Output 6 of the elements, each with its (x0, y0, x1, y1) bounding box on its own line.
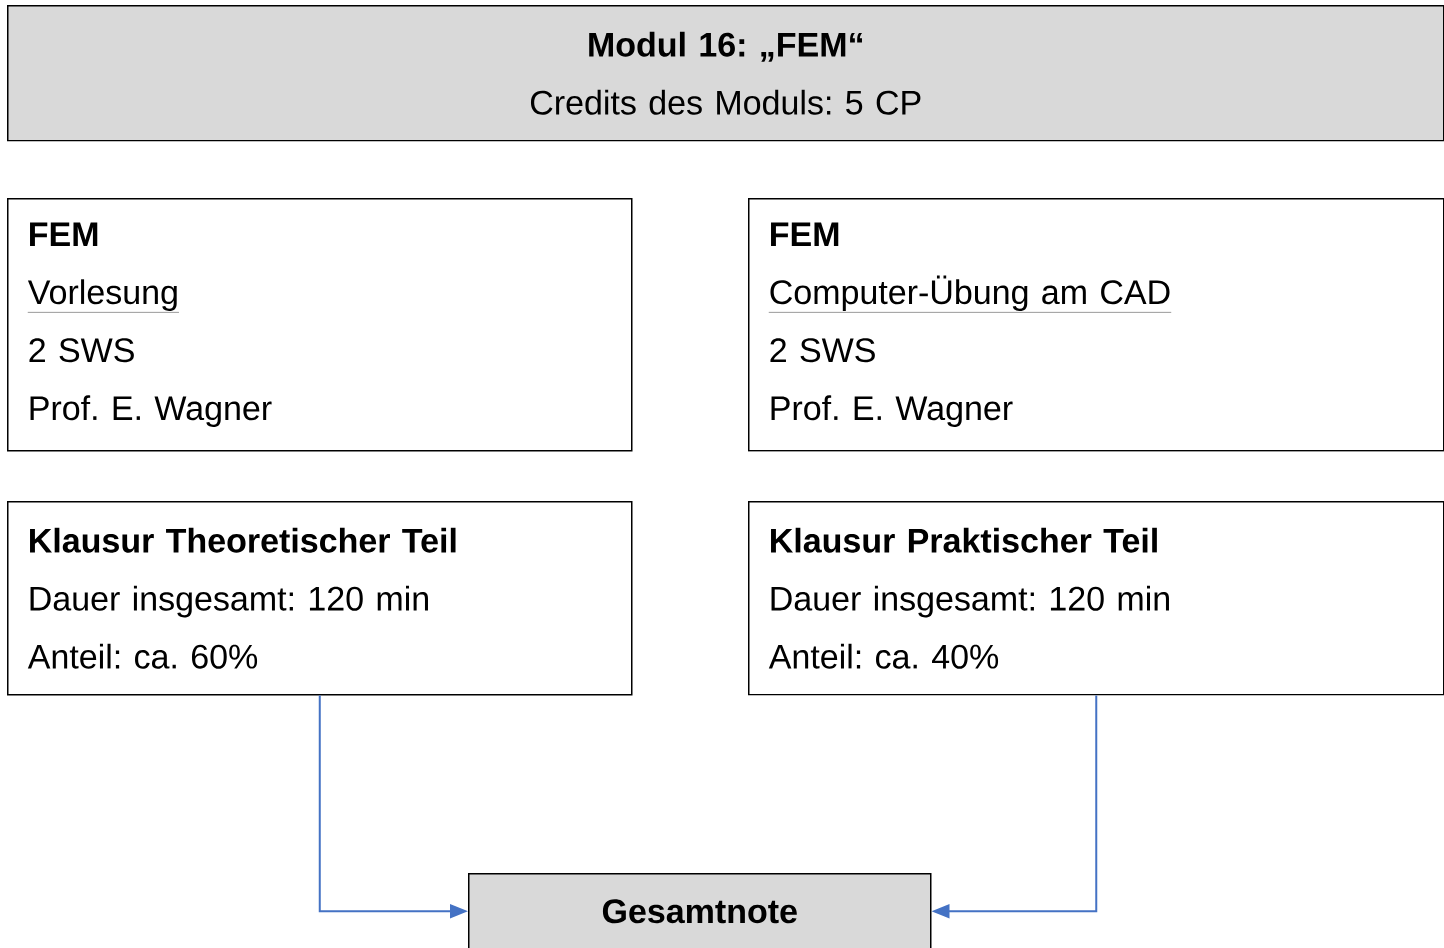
course-box: FEM Computer-Übung am CAD 2 SWS Prof. E. Wagner (748, 198, 1444, 452)
result-box: Gesamtnote (468, 873, 932, 948)
module-header-box: Modul 16: „FEM“ Credits des Moduls: 5 CP (7, 5, 1444, 142)
course-box: FEM Vorlesung 2 SWS Prof. E. Wagner (7, 198, 633, 452)
exam-box: Klausur Praktischer Teil Dauer insgesamt: 120 min Anteil: ca. 40% (748, 501, 1444, 696)
exam-box: Klausur Theoretischer Teil Dauer insgesamt: 120 min Anteil: ca. 60% (7, 501, 633, 696)
